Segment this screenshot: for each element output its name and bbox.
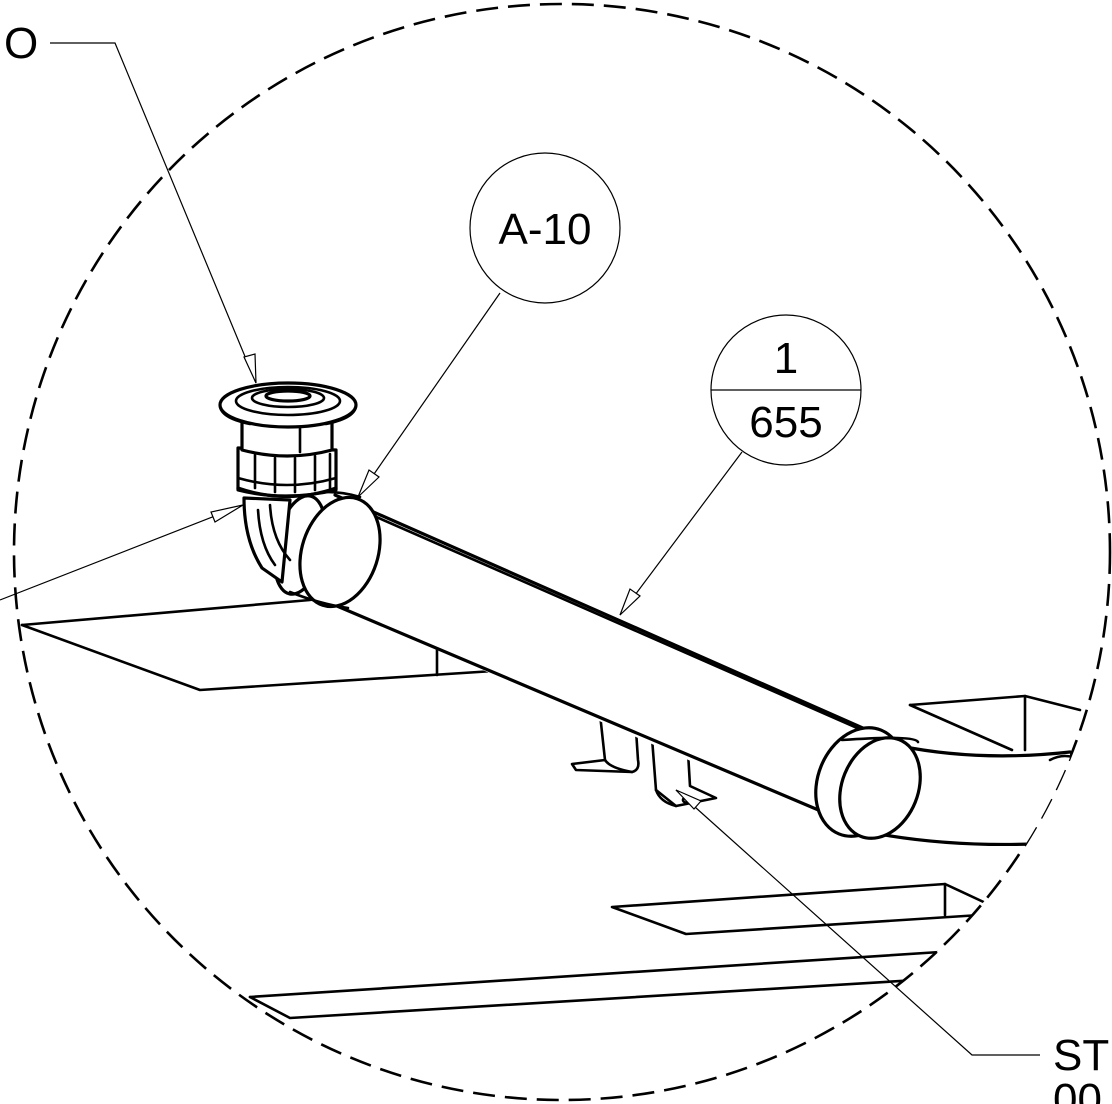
right-tray <box>908 694 1082 752</box>
drain-elbow <box>242 496 292 584</box>
callout-fraction-top: 1 <box>774 334 798 383</box>
clipped-geometry <box>20 381 1082 1020</box>
callout-fraction-bottom: 655 <box>749 398 822 447</box>
callout-a10-label: A-10 <box>499 205 592 254</box>
drain-assembly <box>218 381 358 499</box>
callout-bottom-right-line1: ST <box>1053 1031 1109 1080</box>
right-coupling <box>814 726 922 840</box>
middle-tray <box>610 882 992 936</box>
callout-bottom-right-line2: 00 <box>1053 1075 1102 1104</box>
callout-a10: A-10 <box>469 152 621 304</box>
leader-lines <box>0 42 1040 1056</box>
pipe-bracket-left <box>570 712 640 774</box>
main-pipe <box>316 493 892 835</box>
callout-fraction: 1 655 <box>710 314 862 466</box>
detail-boundary-circle <box>12 2 1112 1102</box>
callout-top-left-partial: O <box>4 19 38 68</box>
bottom-plank <box>248 950 1002 1020</box>
